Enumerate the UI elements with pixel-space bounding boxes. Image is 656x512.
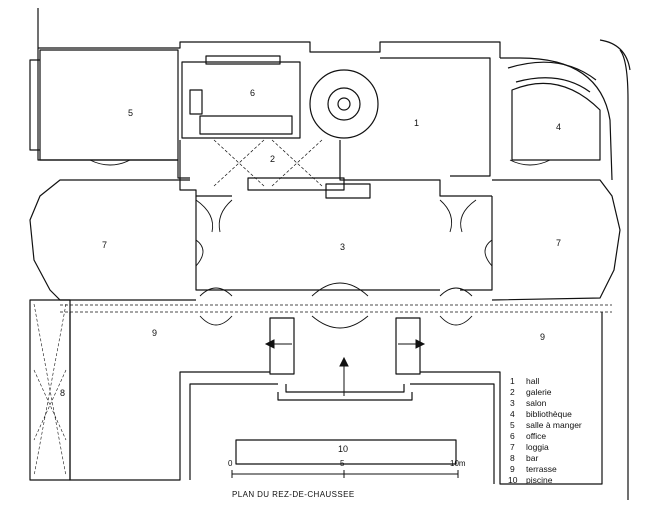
legend-num: 2 [510, 387, 515, 397]
room-number: 9 [152, 328, 157, 338]
legend-label: loggia [526, 442, 549, 452]
galerie-diagonals [213, 139, 323, 187]
scale-label-start: 0 [228, 459, 233, 468]
room-number: 5 [128, 108, 133, 118]
legend-num: 4 [510, 409, 515, 419]
legend-label: bar [526, 453, 538, 463]
legend-num: 6 [510, 431, 515, 441]
legend-num: 9 [510, 464, 515, 474]
legend-num: 5 [510, 420, 515, 430]
legend-num: 3 [510, 398, 515, 408]
room-number: 10 [338, 444, 348, 454]
legend-num: 8 [510, 453, 515, 463]
room-number: 3 [340, 242, 345, 252]
legend-num: 7 [510, 442, 515, 452]
scale-bar [231, 470, 459, 478]
legend-label: terrasse [526, 464, 557, 474]
room-number: 7 [102, 240, 107, 250]
room-number: 2 [270, 154, 275, 164]
plan-caption: PLAN DU REZ-DE-CHAUSSEE [232, 490, 355, 499]
legend-num: 1 [510, 376, 515, 386]
legend: 1 hall 2 galerie 3 salon 4 bibliothèque … [508, 376, 582, 485]
door-swings [89, 159, 551, 329]
direction-arrows [264, 339, 426, 396]
legend-label: hall [526, 376, 539, 386]
legend-label: galerie [526, 387, 552, 397]
scale-label-mid: 5 [340, 459, 345, 468]
room-number: 7 [556, 238, 561, 248]
legend-label: salle à manger [526, 420, 582, 430]
legend-num: 10 [508, 475, 518, 485]
wall-lines [29, 8, 631, 500]
room-number: 1 [414, 118, 419, 128]
legend-label: salon [526, 398, 547, 408]
room-number: 4 [556, 122, 561, 132]
room-number: 9 [540, 332, 545, 342]
legend-label: office [526, 431, 546, 441]
scale-label-end: 10m [450, 459, 466, 468]
room-number: 6 [250, 88, 255, 98]
legend-label: piscine [526, 475, 553, 485]
legend-label: bibliothèque [526, 409, 572, 419]
room-number: 8 [60, 388, 65, 398]
